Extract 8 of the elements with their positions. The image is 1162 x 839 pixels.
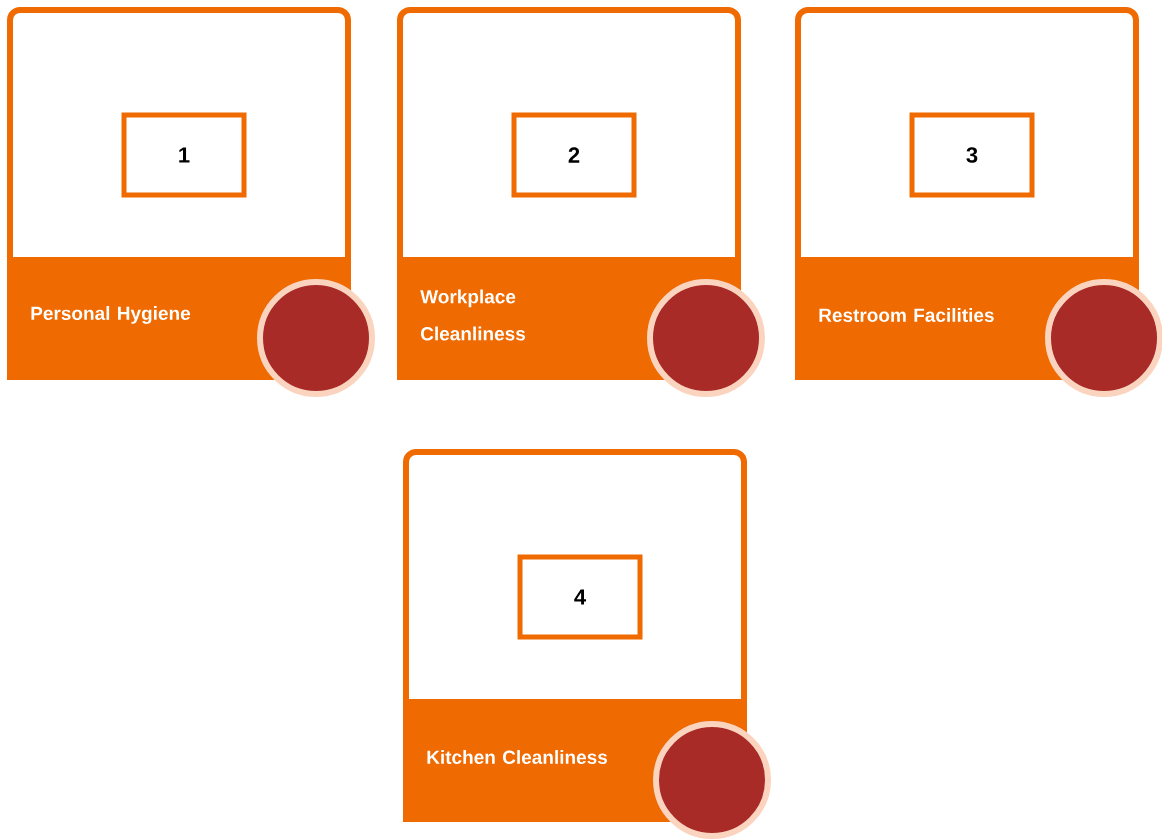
number-box: 2 xyxy=(511,112,637,198)
number-box: 1 xyxy=(121,112,247,198)
circle xyxy=(257,279,375,397)
circle xyxy=(647,279,765,397)
circle xyxy=(1045,279,1162,397)
number-box: 3 xyxy=(909,112,1035,198)
circle xyxy=(653,721,771,839)
number-box: 4 xyxy=(517,554,643,640)
